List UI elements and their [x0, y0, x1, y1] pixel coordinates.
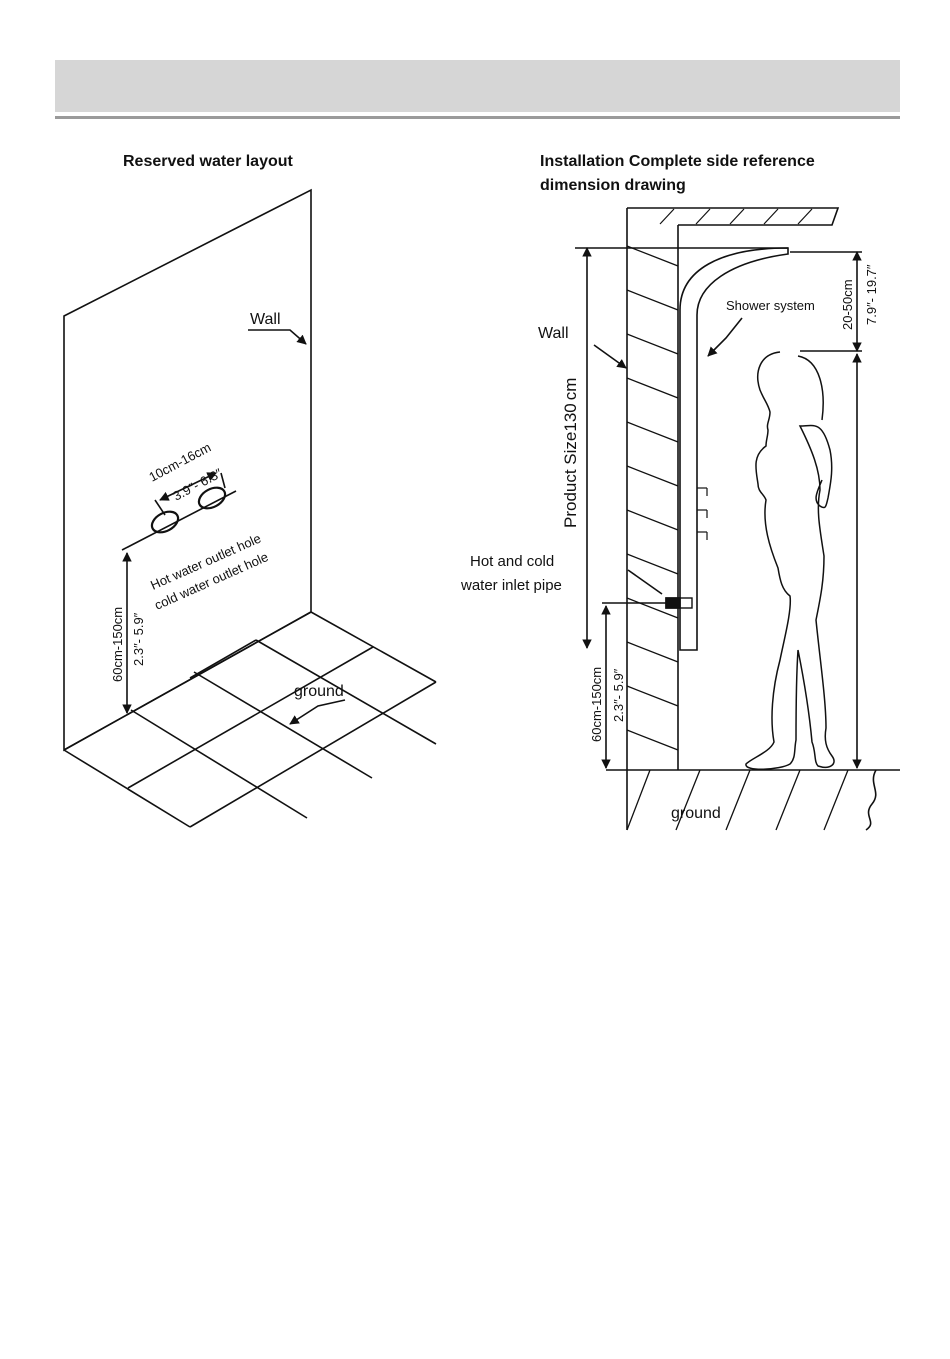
shower-system-pointer [708, 318, 742, 356]
left-diagram [64, 190, 436, 827]
right-title-line1: Installation Complete side reference [540, 153, 815, 170]
top-gap-in-label: 7.9″- 19.7″ [864, 264, 879, 325]
hot-water-outlet-hole [148, 507, 181, 536]
right-height-in-label: 2.3″- 5.9″ [611, 668, 626, 722]
inlet-label-line1: Hot and cold [470, 553, 554, 570]
left-ground-pointer [290, 700, 345, 724]
right-wall-pointer [594, 345, 626, 368]
person-silhouette [746, 352, 834, 769]
ceiling-beam [627, 208, 838, 225]
left-title: Reserved water layout [123, 153, 294, 170]
inlet-label-line2: water inlet pipe [460, 577, 562, 594]
wall-hatch [627, 246, 678, 750]
left-wall-pointer [248, 330, 306, 344]
left-height-in-label: 2.3″- 5.9″ [131, 612, 146, 666]
left-ground-label: ground [294, 683, 344, 700]
left-wall-outline [64, 190, 311, 750]
right-height-cm-label: 60cm-150cm [589, 667, 604, 742]
top-gap-cm-label: 20-50cm [840, 279, 855, 330]
right-ground-label: ground [671, 805, 721, 822]
floor-hatch [627, 770, 848, 830]
right-wall-label: Wall [538, 325, 569, 342]
shower-system-label: Shower system [726, 298, 815, 313]
left-height-cm-label: 60cm-150cm [110, 607, 125, 682]
shower-jets [697, 488, 707, 540]
left-wall-label: Wall [250, 311, 281, 328]
right-title-line2: dimension drawing [540, 177, 686, 194]
floor-break [866, 770, 876, 830]
product-size-label: Product Size130cm [561, 378, 580, 528]
